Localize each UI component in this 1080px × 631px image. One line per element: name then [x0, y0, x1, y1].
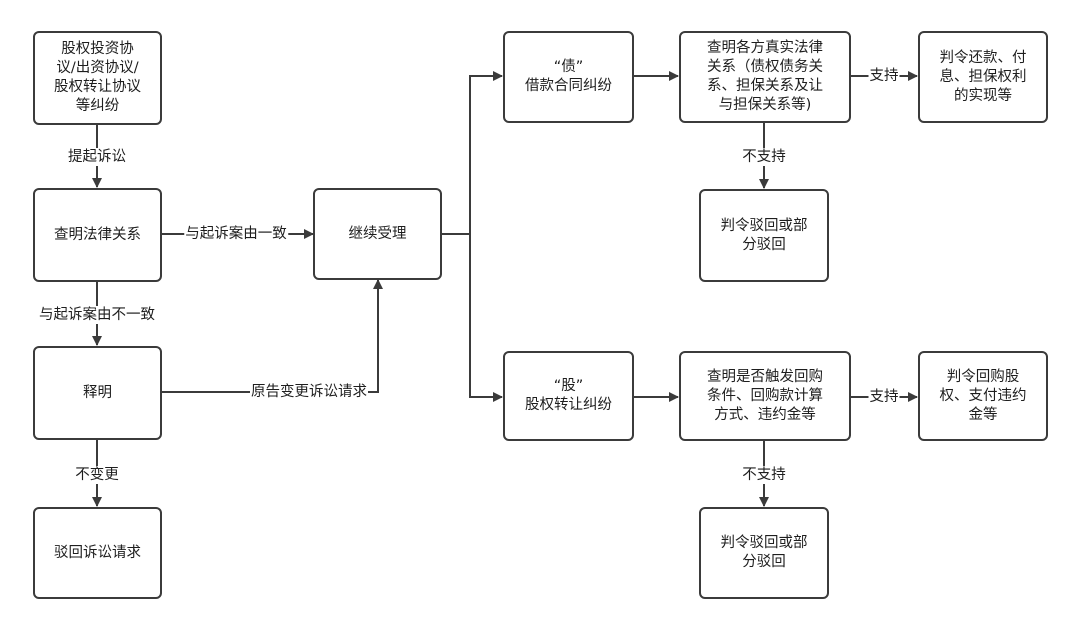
node-text-line: 查明法律关系	[54, 226, 141, 243]
node-text-line: 判令回购股	[946, 368, 1020, 385]
label-inconsistent-with-cause: 与起诉案由不一致	[38, 306, 156, 324]
node-judge-buyback: 判令回购股权、支付违约金等	[918, 351, 1048, 441]
node-reject-claims: 驳回诉讼请求	[33, 507, 162, 599]
node-text-line: 查明是否触发回购	[707, 368, 823, 385]
connector-branch-equity	[469, 234, 503, 402]
node-ascertain-legal-relation: 查明法律关系	[33, 188, 162, 282]
node-text-line: 判令还款、付	[939, 49, 1027, 66]
node-text-line: 释明	[83, 384, 112, 401]
node-equity-transfer-dispute: “股” 股权转让纠纷	[503, 351, 634, 441]
node-explain: 释明	[33, 346, 162, 440]
node-text-line: 分驳回	[742, 236, 786, 253]
node-text-line: 金等	[968, 406, 998, 423]
node-text-line: 等纠纷	[75, 98, 120, 114]
node-agreement-disputes: 股权投资协议/出资协议/股权转让协议等纠纷	[33, 31, 162, 125]
node-text-line: “股”	[553, 378, 584, 394]
node-text-line: 继续受理	[348, 225, 407, 242]
node-text-line: 股权转让纠纷	[525, 397, 612, 413]
node-text-line: 查明各方真实法律	[707, 40, 823, 56]
node-text-line: 议/出资协议/	[56, 60, 139, 76]
node-text-line: 与担保关系等)	[718, 97, 812, 113]
node-text-line: 股权转让协议	[54, 79, 141, 95]
node-text-line: 分驳回	[742, 554, 786, 570]
connector-branch-debt	[469, 71, 503, 234]
node-text-line: 驳回诉讼请求	[54, 544, 141, 561]
node-text-line: 股权投资协	[61, 41, 134, 57]
node-text-line: 条件、回购款计算	[707, 387, 823, 404]
label-file-lawsuit: 提起诉讼	[67, 148, 127, 166]
node-ascertain-true-relation: 查明各方真实法律关系（债权债务关系、担保关系及让与担保关系等)	[679, 31, 851, 123]
node-debt-reject: 判令驳回或部分驳回	[699, 189, 829, 282]
node-text-line: “债”	[553, 59, 584, 75]
label-equity-support: 支持	[868, 388, 900, 406]
node-text-line: 借款合同纠纷	[525, 78, 612, 94]
node-text-line: 判令驳回或部	[720, 535, 808, 551]
connector-change-claim	[162, 279, 383, 393]
label-equity-not-support: 不支持	[741, 466, 787, 484]
node-equity-reject: 判令驳回或部分驳回	[699, 507, 829, 599]
node-ascertain-buyback: 查明是否触发回购条件、回购款计算方式、违约金等	[679, 351, 851, 441]
node-text-line: 权、支付违约	[939, 387, 1027, 404]
label-debt-not-support: 不支持	[741, 148, 787, 166]
node-text-line: 方式、违约金等	[714, 406, 816, 423]
node-text-line: 判令驳回或部	[720, 217, 808, 234]
node-text-line: 关系（债权债务关	[707, 59, 823, 75]
label-no-change: 不变更	[74, 466, 120, 484]
label-consistent-with-cause: 与起诉案由一致	[184, 225, 288, 243]
node-judge-repay: 判令还款、付息、担保权利的实现等	[918, 31, 1048, 123]
label-debt-support: 支持	[868, 67, 900, 85]
label-plaintiff-changes-claim: 原告变更诉讼请求	[250, 383, 368, 401]
node-text-line: 的实现等	[954, 87, 1012, 104]
node-continue-accept: 继续受理	[313, 188, 442, 280]
node-debt-loan-dispute: “债” 借款合同纠纷	[503, 31, 634, 123]
node-text-line: 系、担保关系及让	[707, 78, 823, 94]
node-text-line: 息、担保权利	[939, 68, 1027, 85]
